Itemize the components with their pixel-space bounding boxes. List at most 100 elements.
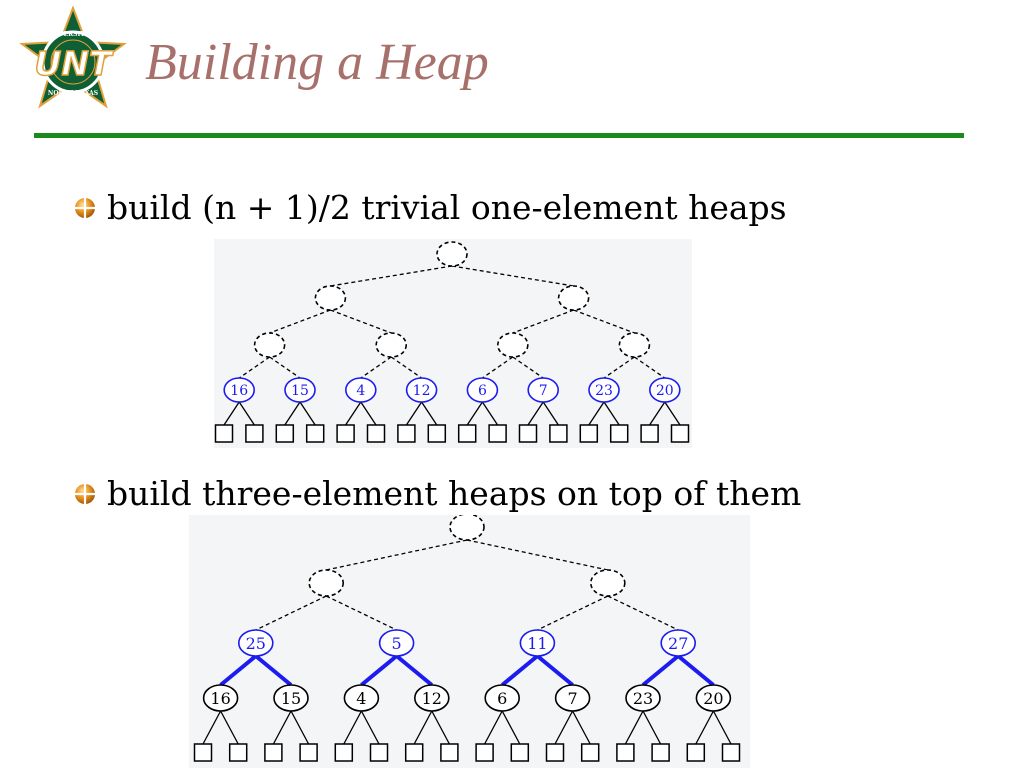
leaf-edge: [202, 710, 222, 745]
node-key: 16: [230, 383, 248, 399]
node-key: 20: [656, 383, 674, 399]
empty-leaf: [616, 743, 635, 762]
heap-node: [466, 377, 499, 403]
heap-node: [223, 377, 256, 403]
empty-leaf: [518, 424, 538, 443]
leaf-edge: [360, 401, 377, 426]
empty-leaf: [475, 743, 494, 762]
leaf-edge: [290, 710, 310, 745]
empty-node: [449, 513, 485, 541]
empty-leaf: [545, 743, 565, 762]
node-key: 7: [539, 383, 548, 399]
node-key: 4: [356, 383, 365, 399]
empty-node: [557, 285, 590, 311]
node-key: 23: [595, 383, 613, 399]
tree-edge: [466, 539, 608, 571]
leaf-edge: [481, 401, 499, 426]
empty-leaf: [510, 743, 530, 762]
tree-edge: [330, 309, 392, 334]
empty-leaf: [404, 743, 424, 762]
node-key: 12: [413, 383, 431, 399]
empty-leaf: [228, 743, 248, 762]
slide-title: Building a Heap: [145, 34, 489, 91]
tree-edge: [500, 654, 539, 687]
tree-edge: [255, 595, 327, 631]
tree-edge: [238, 356, 270, 379]
leaf-edge: [588, 401, 605, 426]
tree-edge: [482, 356, 514, 379]
node-key: 12: [422, 689, 442, 708]
heap-node: [343, 684, 380, 712]
leaf-edge: [284, 401, 301, 426]
empty-leaf: [275, 424, 295, 443]
empty-leaf: [580, 743, 600, 762]
empty-leaf: [488, 424, 507, 443]
tree-edge: [325, 595, 397, 631]
leaf-edge: [501, 710, 521, 745]
heap-node: [695, 684, 732, 712]
leaf-edge: [649, 401, 666, 426]
tree-edge: [254, 654, 293, 687]
tree-edge: [269, 356, 301, 379]
logo-ring-top: UNIVERSITY OF: [45, 31, 101, 38]
tree-edge: [360, 356, 392, 379]
heap-node: [238, 629, 274, 657]
leaf-edge: [238, 401, 255, 426]
heap-node: [519, 629, 556, 657]
leaf-edge: [542, 401, 559, 426]
bullet-one-element-heaps: build (n + 1)/2 trivial one-element heap…: [72, 188, 787, 227]
empty-node: [436, 241, 468, 267]
empty-leaf: [397, 424, 416, 443]
node-key: 6: [497, 689, 507, 708]
tree-edge: [607, 595, 679, 631]
empty-leaf: [193, 743, 213, 762]
empty-leaf: [457, 424, 477, 443]
empty-node: [253, 332, 286, 358]
tree-edge: [451, 265, 574, 287]
empty-node: [496, 332, 529, 358]
node-key: 15: [281, 689, 301, 708]
tree-edge: [536, 654, 574, 687]
empty-leaf: [334, 743, 354, 762]
leaf-edge: [527, 401, 544, 426]
leaf-edge: [624, 710, 644, 745]
heap-node: [273, 684, 309, 712]
tree-edge: [269, 309, 331, 334]
empty-leaf: [264, 743, 283, 762]
leaf-edge: [431, 710, 450, 745]
heap-node: [554, 684, 591, 712]
node-key: 4: [356, 689, 366, 708]
empty-node: [375, 332, 407, 358]
tree-edge: [512, 309, 574, 334]
bullet-text: build three-element heaps on top of them: [107, 474, 802, 513]
empty-node: [589, 569, 626, 597]
node-key: 20: [703, 689, 723, 708]
title-divider: [34, 133, 964, 138]
leaf-edge: [554, 710, 574, 745]
leaf-edge: [272, 710, 292, 745]
leaf-edge: [299, 401, 316, 426]
node-key: 15: [291, 383, 309, 399]
orange-ball-bullet-icon: [75, 197, 95, 218]
heap-node: [345, 377, 377, 403]
leaf-edge: [695, 710, 714, 745]
tree-edge: [676, 654, 715, 687]
leaf-edge: [220, 710, 239, 745]
tree-edge: [537, 595, 609, 631]
leaf-edge: [223, 401, 240, 426]
tree-edge: [360, 654, 398, 687]
leaf-edge: [345, 401, 362, 426]
empty-leaf: [609, 424, 629, 443]
empty-leaf: [549, 424, 568, 443]
heap-node: [527, 377, 560, 403]
tree-edge: [390, 356, 422, 379]
empty-leaf: [214, 424, 234, 443]
leaf-edge: [712, 710, 732, 745]
empty-leaf: [651, 743, 670, 762]
leaf-edge: [642, 710, 662, 745]
logo-wordmark: UNT: [35, 44, 114, 83]
empty-leaf: [579, 424, 599, 443]
